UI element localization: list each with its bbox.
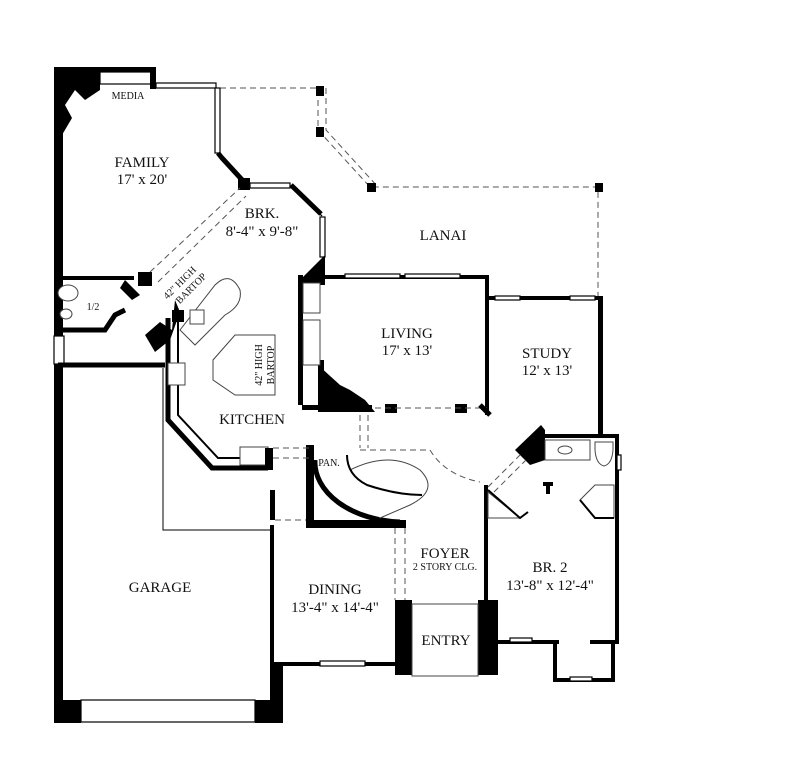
room-size-living: 17' x 13' [382, 343, 433, 359]
room-label-garage: GARAGE [129, 580, 192, 596]
room-size-family: 17' x 20' [117, 172, 168, 188]
room-size-breakfast: 8'-4" x 9'-8" [226, 224, 299, 240]
room-label-bedroom2: BR. 2 [532, 560, 567, 576]
room-label-pantry: PAN. [318, 458, 340, 469]
room-label-dining: DINING [308, 582, 361, 598]
bartop-label-island-line1: 42" HIGH [254, 344, 265, 386]
room-label-kitchen: KITCHEN [219, 412, 285, 428]
room-size-study: 12' x 13' [522, 363, 573, 379]
lanai-outline [220, 87, 599, 298]
room-label-entry: ENTRY [421, 633, 470, 649]
room-label-study: STUDY [522, 346, 572, 362]
room-label-foyer: FOYER [420, 546, 469, 562]
room-note-foyer: 2 STORY CLG. [413, 562, 477, 573]
room-label-media: MEDIA [112, 91, 146, 102]
walls [53, 67, 622, 723]
room-size-bedroom2: 13'-8" x 12'-4" [506, 578, 594, 594]
room-label-lanai: LANAI [420, 228, 467, 244]
room-label-family: FAMILY [115, 155, 170, 171]
bartop-label-island-line2: BARTOP [266, 345, 277, 384]
room-label-living: LIVING [381, 326, 433, 342]
room-label-half-bath: 1/2 [87, 302, 100, 313]
room-size-dining: 13'-4" x 14'-4" [291, 600, 379, 616]
room-label-breakfast: BRK. [245, 206, 280, 222]
